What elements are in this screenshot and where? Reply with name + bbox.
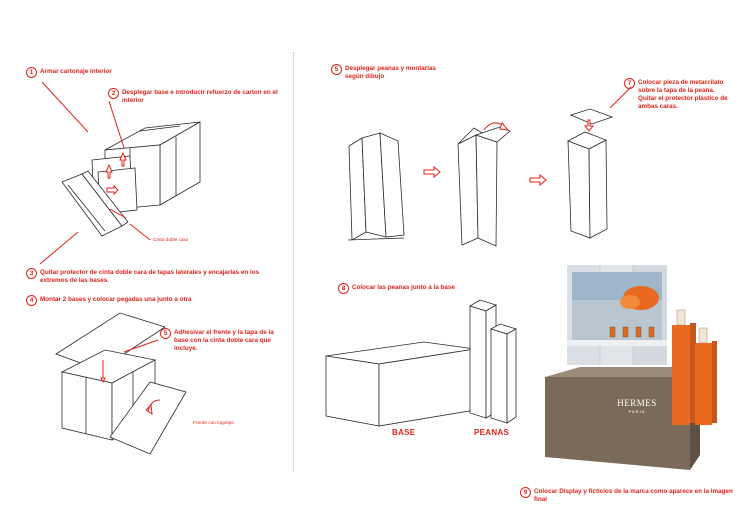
step-9: 9 Colocar Display y ficticios de la marc…: [520, 487, 740, 504]
step-number: 8: [338, 283, 349, 294]
base-label: BASE: [392, 428, 416, 437]
step-5: 5 Adhesivar el frente y la tapa de la ba…: [160, 328, 285, 353]
step-2: 2 Desplegar base e introducir refuerzo d…: [108, 88, 298, 105]
brand-logo-subtext: PARIS: [628, 409, 646, 414]
step-4: 4 Montar 2 bases y colocar pegadas una j…: [26, 295, 256, 306]
brand-logo-text: HERMES: [617, 398, 657, 408]
step-text: Colocar Display y ficticios de la marca …: [534, 488, 733, 503]
step-number: 9: [520, 487, 531, 498]
step-text: Adhesivar el frente y la tapa de la base…: [174, 329, 274, 352]
step-number: 5: [160, 328, 171, 339]
step-text: Quitar protector de cinta doble cara de …: [40, 269, 260, 284]
orange-pillar-tall: [672, 325, 690, 425]
front-logo-note: Frente con logotipo: [193, 421, 235, 426]
step-number: 2: [108, 88, 119, 99]
page-divider: [293, 52, 294, 472]
step-text: Desplegar base e introducir refuerzo de …: [122, 89, 278, 104]
step-number: 1: [26, 67, 37, 78]
double-sided-tape-note: Cinta doble cara: [153, 238, 188, 243]
step-number: 5: [331, 64, 342, 75]
orange-pillar-short: [695, 343, 712, 425]
step-3: 3 Quitar protector de cinta doble cara d…: [26, 268, 276, 285]
step-number: 3: [26, 268, 37, 279]
step-text: Colocar las peanas junto a la base: [352, 284, 455, 291]
peanas-label: PEANAS: [474, 428, 510, 437]
step-text: Armar cartonaje interior: [40, 68, 112, 75]
step-1: 1 Armar cartonaje interior: [26, 67, 226, 78]
step-text: Desplegar peanas y montarlas según dibuj…: [345, 65, 436, 80]
step-8: 8 Colocar las peanas junto a la base: [338, 283, 498, 294]
step-text: Montar 2 bases y colocar pegadas una jun…: [40, 296, 192, 303]
step-number: 4: [26, 295, 37, 306]
step-6: 5 Desplegar peanas y montarlas según dib…: [331, 64, 446, 81]
step-text: Colocar pieza de metacrilato sobre la ta…: [638, 79, 728, 110]
